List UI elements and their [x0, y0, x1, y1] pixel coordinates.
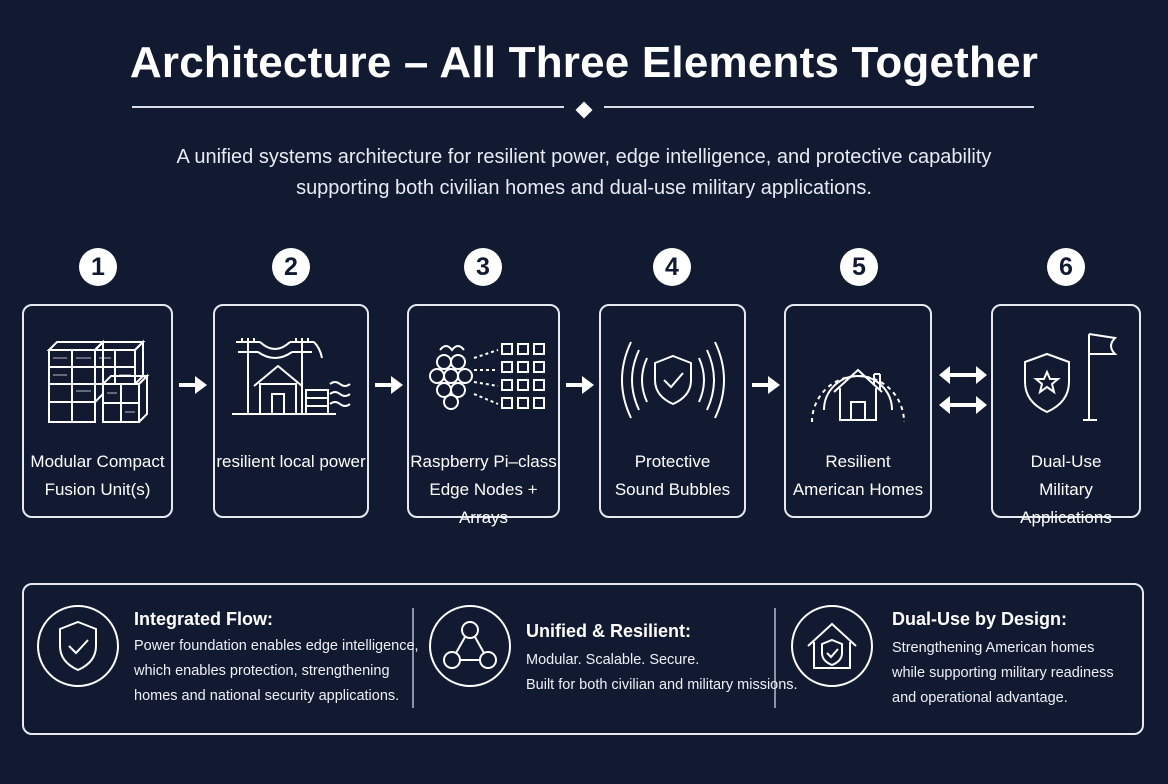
bidirectional-arrows-icon [939, 366, 987, 414]
step-2-badge: 2 [272, 248, 310, 286]
title-divider-right [604, 106, 1034, 108]
feature-3-line-3: and operational advantage. [892, 690, 1068, 706]
feature-2-line-1: Modular. Scalable. Secure. [526, 652, 700, 668]
arrow-right-icon [179, 376, 207, 394]
title-divider-left [132, 106, 564, 108]
step-1-label-line-2: Fusion Unit(s) [44, 480, 151, 499]
feature-2-title: Unified & Resilient: [526, 621, 692, 641]
home-dome-icon [811, 368, 905, 423]
home-shield-icon [791, 605, 873, 687]
feature-1-line-3: homes and national security applications… [134, 688, 400, 704]
step-3-label-line-2: Edge Nodes + Arrays [429, 480, 538, 527]
step-4-badge: 4 [653, 248, 691, 286]
step-5-label-line-2: American Homes [792, 480, 924, 499]
feature-1-title: Integrated Flow: [134, 609, 273, 629]
step-1-card: Modular Compact Fusion Unit(s) [22, 304, 173, 518]
arrow-right-icon [375, 376, 403, 394]
step-5-card: Resilient American Homes [784, 304, 932, 518]
step-6-card: Dual-Use Military Applications [991, 304, 1141, 527]
feature-2-body: Modular. Scalable. Secure. Built for bot… [526, 648, 798, 698]
step-2-card: resilient local power [213, 304, 369, 518]
step-1-label: Modular Compact Fusion Unit(s) [24, 448, 171, 504]
step-1-label-line-1: Modular Compact [30, 452, 165, 471]
step-3-badge: 3 [464, 248, 502, 286]
modular-cubes-icon [46, 339, 149, 423]
power-grid-house-icon [232, 338, 351, 415]
summary-panel [22, 583, 1144, 735]
raspberry-array-icon [428, 343, 545, 410]
step-4-label: Protective Sound Bubbles [601, 448, 744, 504]
feature-1-body: Power foundation enables edge intelligen… [134, 634, 419, 709]
network-nodes-icon [429, 605, 511, 687]
shield-check-icon [37, 605, 119, 687]
feature-3-line-2: while supporting military readiness [892, 665, 1114, 681]
step-4-label-line-1: Protective [634, 452, 711, 471]
arrow-right-icon [566, 376, 594, 394]
summary-divider-1 [412, 608, 414, 708]
subtitle-line-1: A unified systems architecture for resil… [176, 146, 992, 168]
step-2-label: resilient local power [215, 448, 367, 476]
step-6-label-line-1: Dual-Use [1030, 452, 1102, 471]
step-6-label-line-2: Military Applications [1020, 480, 1112, 527]
divider-diamond-icon [575, 101, 593, 119]
shield-soundwave-icon [620, 341, 725, 419]
step-3-label: Raspberry Pi–class Edge Nodes + Arrays [409, 448, 558, 532]
subtitle-line-2: supporting both civilian homes and dual-… [296, 177, 872, 199]
feature-3-body: Strengthening American homes while suppo… [892, 636, 1114, 711]
feature-2-line-2: Built for both civilian and military mis… [526, 677, 798, 693]
step-4-card: Protective Sound Bubbles [599, 304, 746, 518]
page-subtitle: A unified systems architecture for resil… [84, 142, 1084, 204]
feature-3-title: Dual-Use by Design: [892, 609, 1068, 629]
arrow-right-icon [752, 376, 780, 394]
step-5-label: Resilient American Homes [786, 448, 930, 504]
step-3-card: Raspberry Pi–class Edge Nodes + Arrays [407, 304, 560, 527]
feature-1-line-2: which enables protection, strengthening [134, 663, 390, 679]
summary-divider-2 [774, 608, 776, 708]
step-3-label-line-1: Raspberry Pi–class [410, 452, 557, 471]
step-4-label-line-2: Sound Bubbles [614, 480, 731, 499]
step-5-label-line-1: Resilient [825, 452, 891, 471]
shield-star-flag-icon [1024, 333, 1118, 421]
feature-3-line-1: Strengthening American homes [892, 640, 1095, 656]
step-1-badge: 1 [79, 248, 117, 286]
page-title: Architecture – All Three Elements Togeth… [129, 38, 1039, 87]
step-2-label-line-1: resilient local power [216, 452, 366, 471]
step-5-badge: 5 [840, 248, 878, 286]
step-6-badge: 6 [1047, 248, 1085, 286]
step-6-label: Dual-Use Military Applications [993, 448, 1139, 532]
feature-1-line-1: Power foundation enables edge intelligen… [134, 638, 419, 654]
